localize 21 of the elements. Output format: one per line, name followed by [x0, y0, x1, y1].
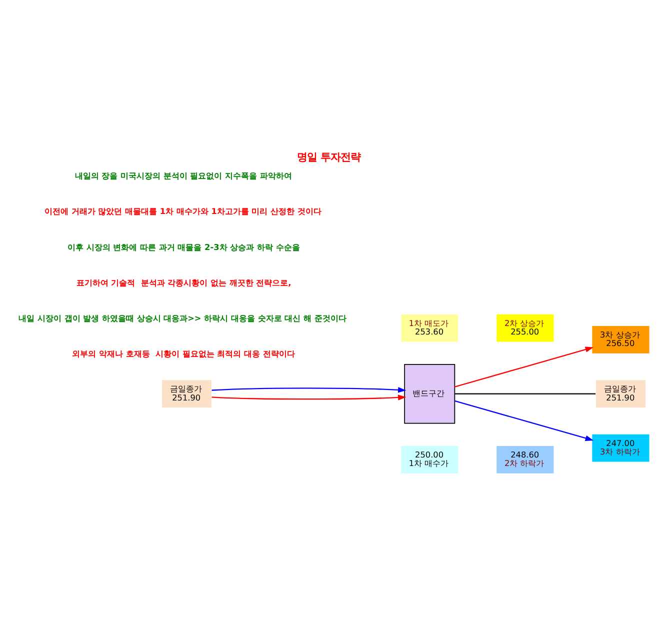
node-box: 2차 상승가 255.00: [496, 314, 554, 342]
label: 내일 시장이 갭이 발생 하였을때 상승시 대응과>> 하락시 대응을 숫자로 대신 해 준것이다: [18, 312, 346, 323]
arrow: [454, 400, 594, 441]
node-box: 금일종가 251.90: [161, 380, 212, 408]
label: 이전에 거래가 많았던 매물대를 1차 매수가와 1차고가를 미리 산정한 것이다: [44, 206, 322, 216]
node-box: 밴드구간: [404, 364, 456, 424]
diagram-title: 명일 투자전략: [296, 151, 360, 164]
label: 내일의 장을 미국시장의 분석이 필요없이 지수폭을 파악하여: [74, 170, 292, 181]
node-box: 247.00 3차 하락가: [592, 434, 650, 462]
arrow: [212, 394, 406, 400]
node-box: 248.60 2차 하락가: [496, 445, 554, 474]
arrow: [212, 387, 406, 393]
node-box: 250.00 1차 매수가: [400, 445, 459, 474]
label: 표기하여 기술적 분석과 각종시황이 없는 깨끗한 전략으로,: [76, 277, 292, 288]
label: 외부의 악재나 호재등 시황이 필요없는 최적의 대응 전략이다: [72, 348, 295, 358]
node-box: 1차 매도가 253.60: [400, 314, 459, 342]
node-box: 3차 상승가 256.50: [592, 325, 650, 354]
connector: [454, 393, 596, 394]
label: 이후 시장의 변화에 따른 과거 매물을 2-3차 상승과 하락 수순을: [68, 242, 300, 252]
arrow: [454, 346, 594, 388]
node-box: 금일종가 251.90: [595, 380, 646, 408]
